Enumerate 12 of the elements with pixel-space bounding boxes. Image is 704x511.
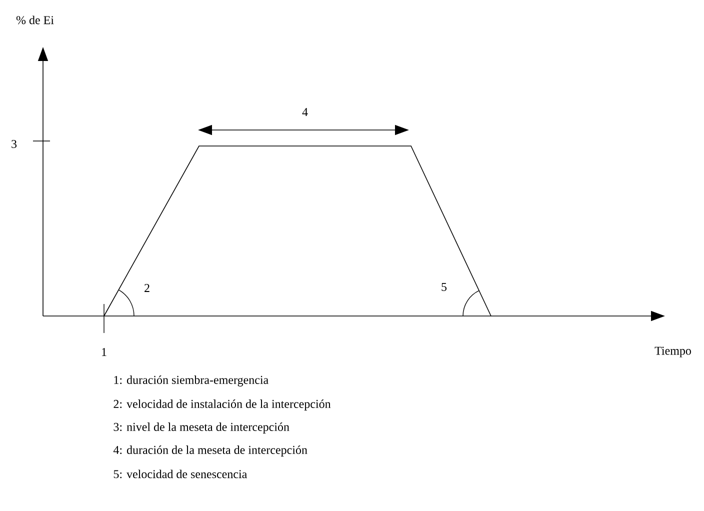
legend-text: 5: velocidad de senescencia <box>114 470 247 478</box>
tick-label: 1 <box>102 348 106 356</box>
angle-label: 5 <box>442 283 447 291</box>
dimension-label: 4 <box>302 108 308 116</box>
legend-text: 3: nivel de la meseta de intercepción <box>114 422 290 434</box>
legend-text: 2: velocidad de instalación de la intercepción <box>114 400 331 410</box>
tick-label: 3 <box>12 140 17 148</box>
angle-label: 2 <box>144 284 150 292</box>
axis-label: Tiempo <box>654 346 691 358</box>
legend-text: 4: duración de la meseta de intercepción <box>113 446 308 456</box>
legend-text: 1: duración siembra-emergencia <box>114 376 268 386</box>
axis-label: % de Ei <box>16 16 54 24</box>
